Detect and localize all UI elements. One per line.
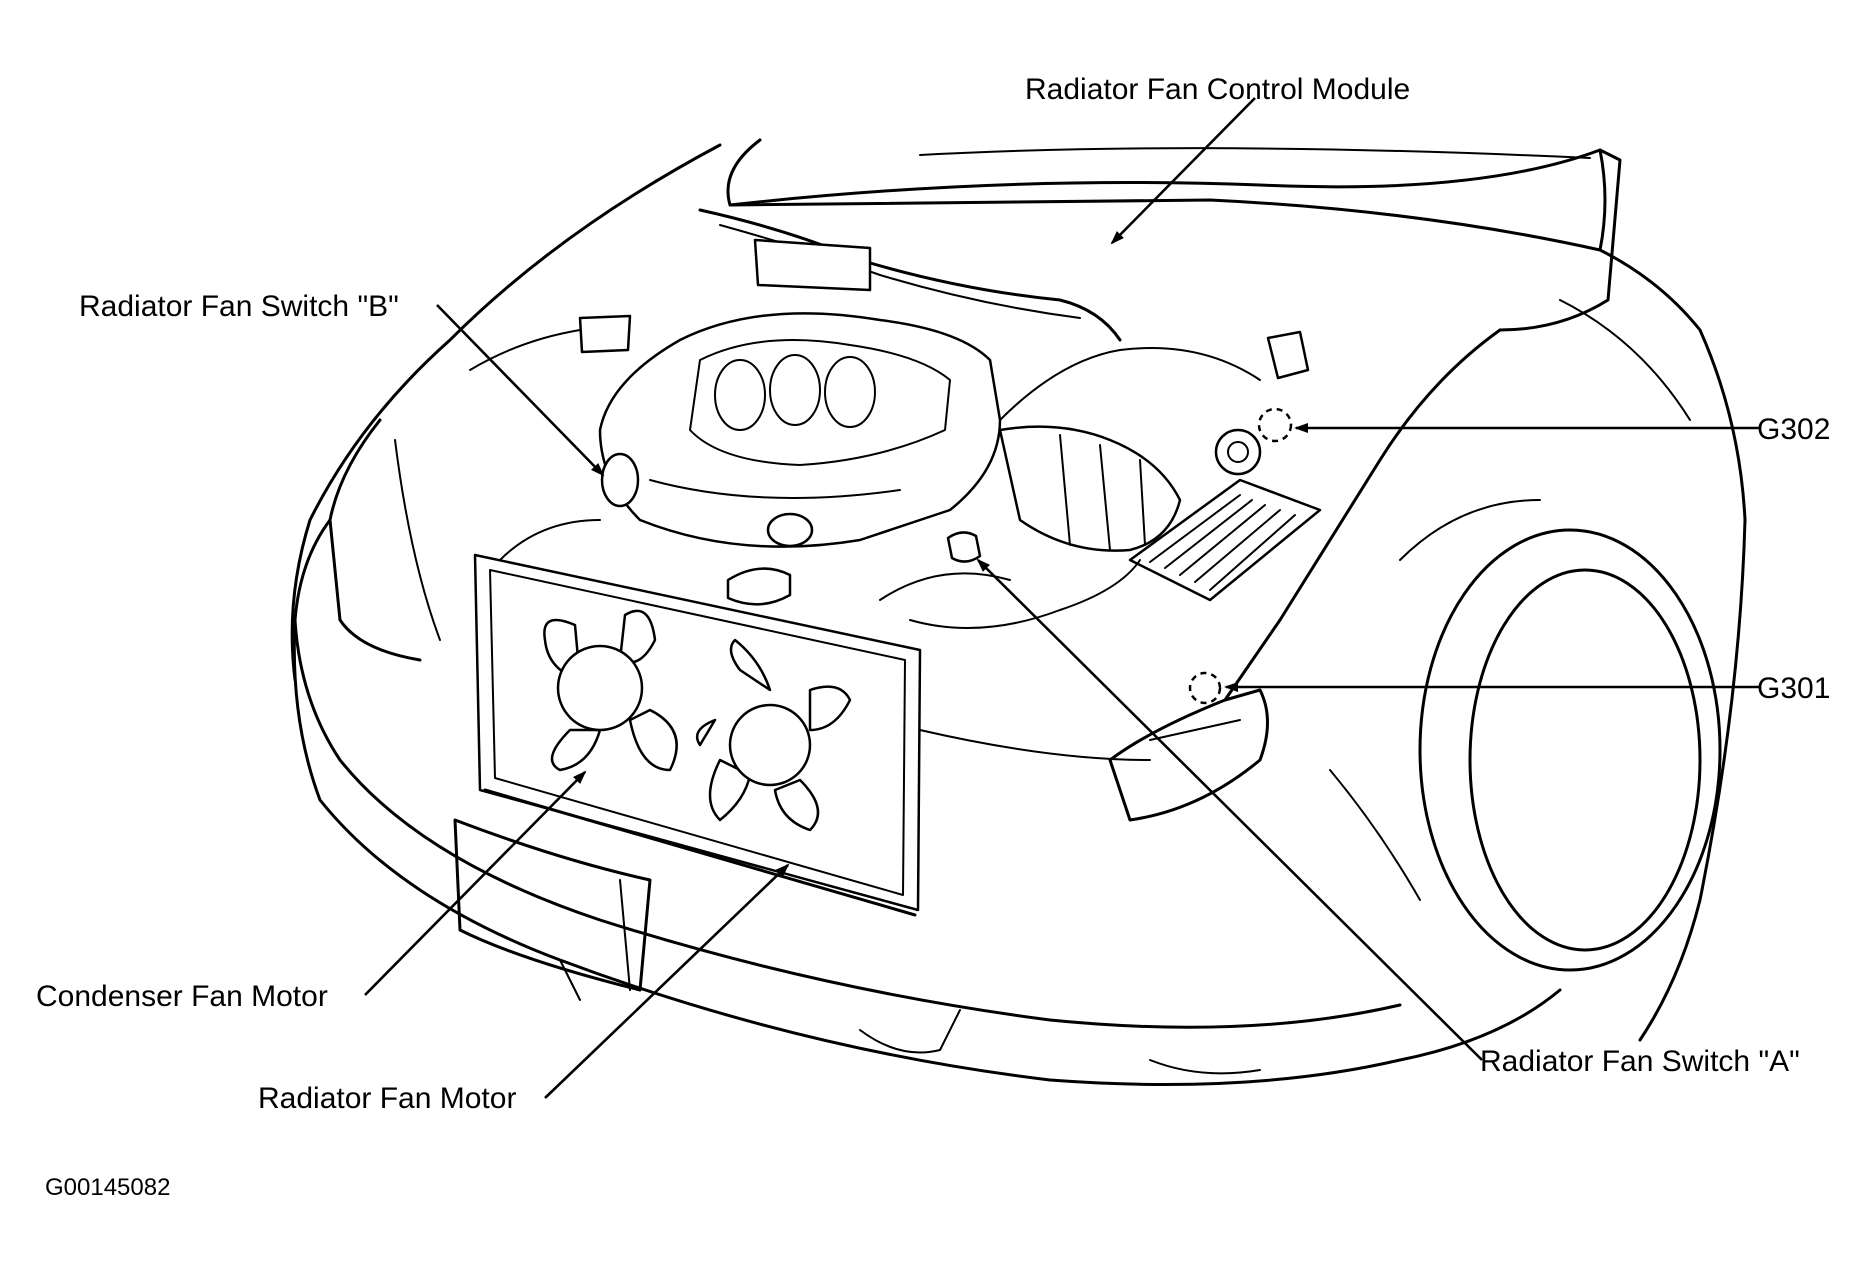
radiator-assembly — [473, 553, 922, 917]
figure-id: G00145082 — [45, 1174, 170, 1201]
label-g301: G301 — [1757, 672, 1830, 705]
label-radiator-motor: Radiator Fan Motor — [258, 1082, 516, 1115]
leader-switch-b — [436, 304, 605, 477]
g302-ground-marker — [1257, 407, 1293, 443]
label-control-module: Radiator Fan Control Module — [1025, 73, 1410, 106]
label-condenser-motor: Condenser Fan Motor — [36, 980, 328, 1013]
condenser-fan — [543, 609, 678, 772]
label-switch-b: Radiator Fan Switch "B" — [79, 290, 399, 323]
label-switch-a: Radiator Fan Switch "A" — [1480, 1045, 1800, 1078]
car-body-outline — [290, 138, 1747, 1086]
engine-assembly — [469, 208, 1322, 629]
radiator-fan — [695, 638, 852, 832]
leader-control-module — [1110, 97, 1256, 245]
leader-radiator-motor — [544, 863, 790, 1099]
leader-condenser-motor — [364, 770, 587, 996]
g301-ground-marker — [1188, 671, 1222, 705]
label-g302: G302 — [1757, 413, 1830, 446]
leader-switch-a — [976, 558, 1483, 1061]
